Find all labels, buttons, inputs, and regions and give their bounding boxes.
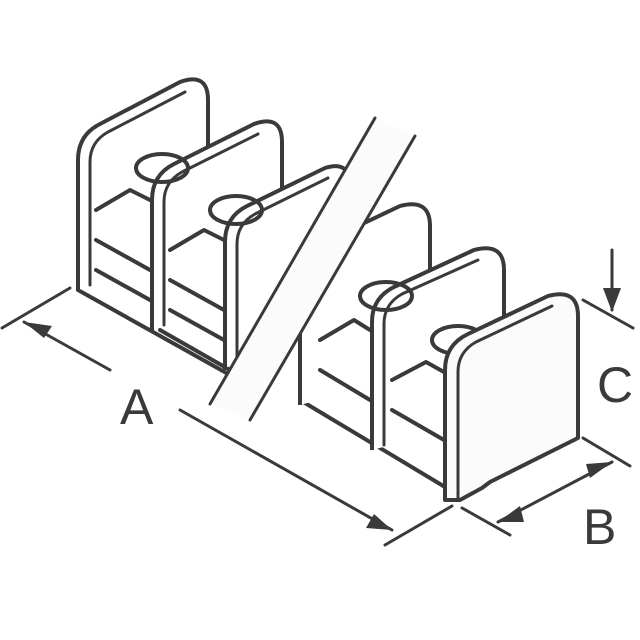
dimension-label-b: B — [583, 499, 617, 555]
dimension-b — [460, 436, 632, 537]
block-body — [76, 77, 580, 502]
dimension-label-c: C — [597, 357, 634, 413]
break-line — [208, 116, 417, 422]
dimension-label-a: A — [120, 379, 154, 435]
dimension-a — [0, 286, 454, 547]
dimension-c — [581, 248, 635, 330]
